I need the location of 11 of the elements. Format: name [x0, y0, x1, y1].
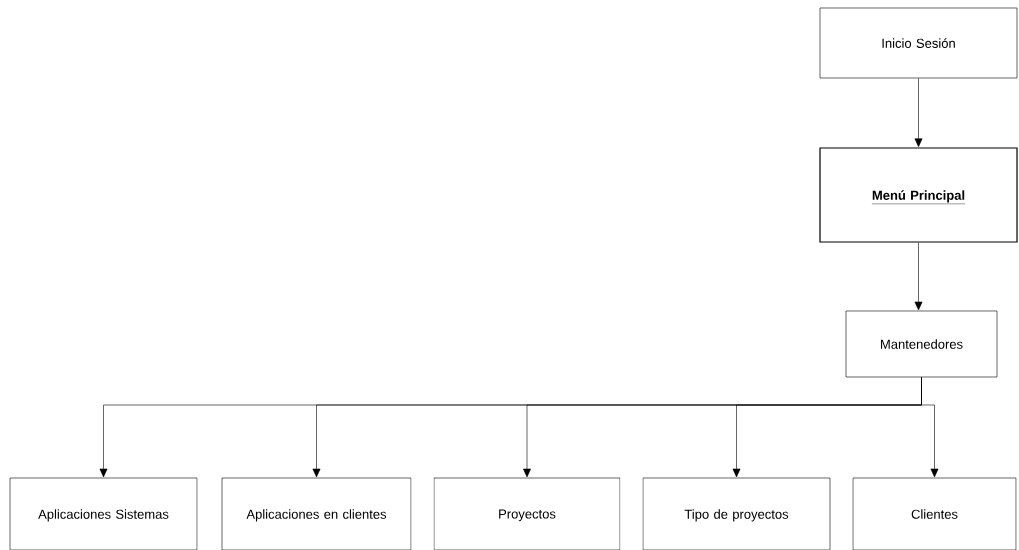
menu-item-box: Clientes [852, 477, 1017, 550]
arrow [914, 242, 923, 311]
menu-item-box: Proyectos [433, 477, 621, 550]
menu-box: Menú Principal [819, 147, 1018, 243]
arrow [914, 78, 923, 147]
process-box: Inicio Sesión [819, 7, 1018, 79]
arrow [921, 377, 939, 478]
process-box: Mantenedores [845, 310, 998, 378]
menu-item-box: Tipo de proyectos [642, 477, 831, 550]
menu-item-box: Aplicaciones Sistemas [9, 477, 198, 550]
menu-item-box: Aplicaciones en clientes [221, 477, 412, 550]
